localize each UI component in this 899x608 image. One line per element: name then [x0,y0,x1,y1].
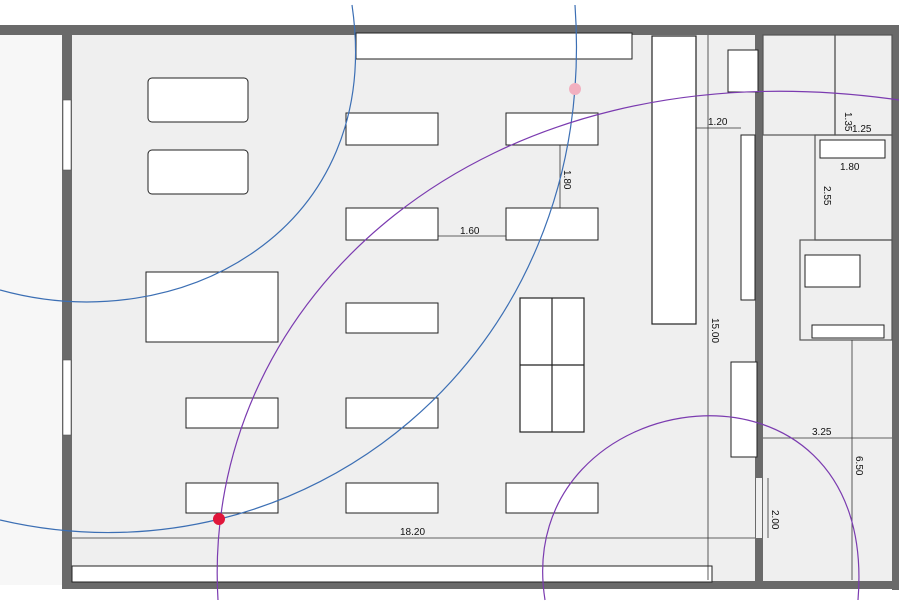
coverage-point-red[interactable] [213,513,225,525]
top-shelving [355,32,633,60]
dim-door-width: 2.00 [769,510,780,530]
dim-storage-width: 1.80 [840,162,860,173]
checkout-2 [147,149,249,195]
wall-left [62,30,72,585]
dim-height-total: 15.00 [709,318,720,343]
arc-blue-2 [0,4,577,534]
arc-blue-1 [0,4,357,303]
office-desk [804,254,861,288]
left-room [0,30,62,585]
wc-rooms [762,34,893,341]
dimension-lines [72,35,892,580]
arc-purple-2 [542,415,860,601]
dim-aisle-vertical: 1.80 [561,170,572,190]
wall-top [0,25,899,35]
window-left-1 [62,99,72,171]
dim-counter-gap: 1.20 [708,117,728,128]
drink-cooler [730,361,758,458]
arc-purple-1 [216,90,899,601]
display-tables [519,297,585,433]
storage-bench [819,139,886,159]
checkout-1 [147,77,249,123]
wall-counter [651,35,697,325]
coverage-point-pink[interactable] [569,83,581,95]
door-opening [756,478,762,538]
dim-wc-depth: 1.35 [842,112,853,132]
dim-office-depth: 6.50 [853,456,864,476]
dim-wc-width: 1.25 [852,124,872,135]
office-counter [811,324,885,339]
dim-width-total: 18.20 [400,527,425,538]
produce-bins [740,134,756,301]
window-left-2 [62,359,72,436]
wc-fixture [727,49,759,93]
wall-bottom [62,581,899,589]
wall-partition [755,30,763,585]
dim-storage-depth: 2.55 [821,186,832,206]
wall-right [892,30,899,590]
bottom-shelving [71,565,713,583]
gondolas [145,112,599,514]
dim-aisle-gap: 1.60 [460,226,480,237]
dim-office-width: 3.25 [812,427,832,438]
coverage-arcs [0,4,899,601]
